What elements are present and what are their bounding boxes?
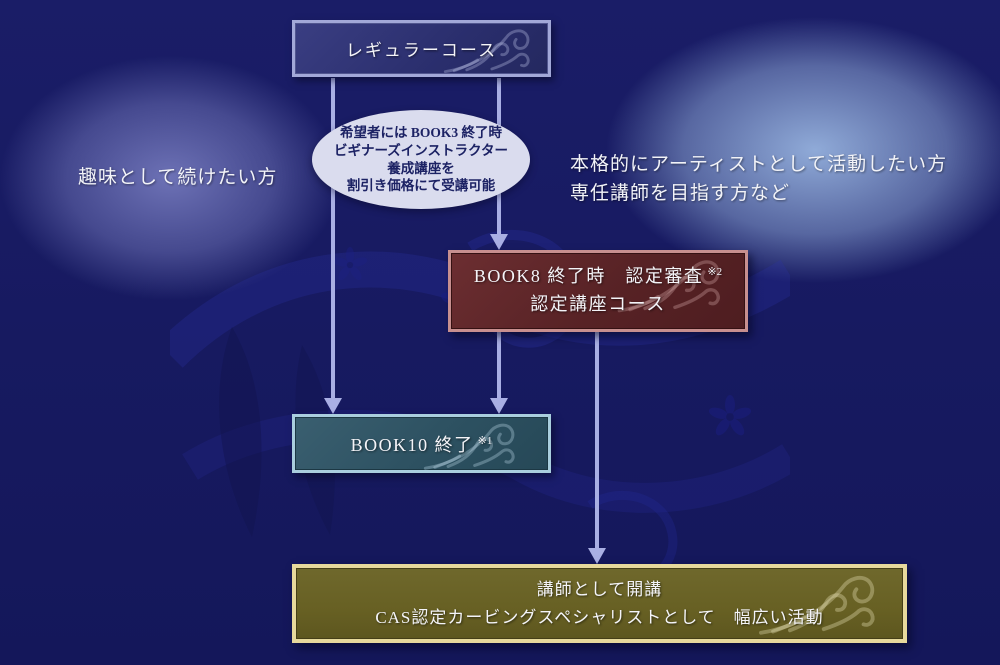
- node-book8-certification: BOOK8 終了時 認定審査※2 認定講座コース: [448, 250, 748, 332]
- regular-course-label: レギュラーコース: [345, 41, 498, 60]
- book10-label: BOOK10 終了: [350, 434, 474, 455]
- node-instructor-activity: 講師として開講 CAS認定カービングスペシャリストとして 幅広い活動: [292, 564, 907, 643]
- book8-line1: BOOK8 終了時 認定審査: [473, 266, 704, 287]
- book8-line2: 認定講座コース: [530, 294, 666, 314]
- connector-book8-to-book10-line: [497, 332, 501, 398]
- final-line1: 講師として開講: [536, 580, 663, 600]
- book8-footnote-marker: ※2: [707, 266, 723, 279]
- pro-note-line: 専任講師を目指す方など: [570, 183, 791, 205]
- connector-book8-to-final-line: [595, 332, 599, 548]
- final-line2: CAS認定カービングスペシャリストとして 幅広い活動: [375, 607, 824, 627]
- connector-regular-to-book10-line: [331, 78, 335, 398]
- node-book10-completion: BOOK10 終了※1: [292, 414, 551, 473]
- discount-note-line: 希望者には BOOK3 終了時: [339, 124, 502, 140]
- pro-note: 本格的にアーティストとして活動したい方 専任講師を目指す方など: [570, 150, 947, 209]
- node-discount-note: 希望者には BOOK3 終了時 ビギナーズインストラクター 養成講座を 割引き価…: [312, 110, 530, 209]
- node-regular-course: レギュラーコース: [292, 20, 551, 77]
- pro-note-line: 本格的にアーティストとして活動したい方: [570, 154, 948, 175]
- book10-footnote-marker: ※1: [477, 434, 493, 447]
- arrowhead-book10-right: [490, 398, 508, 414]
- hobby-note-label: 趣味として続けたい方: [78, 167, 278, 188]
- arrowhead-book8: [490, 234, 508, 250]
- arrowhead-final: [588, 548, 606, 564]
- hobby-note: 趣味として続けたい方: [78, 163, 277, 192]
- discount-note-line: 養成講座を: [387, 160, 455, 176]
- discount-note-line: 割引き価格にて受講可能: [346, 178, 496, 194]
- arrowhead-book10-left: [324, 398, 342, 414]
- discount-note-line: ビギナーズインストラクター: [333, 142, 508, 158]
